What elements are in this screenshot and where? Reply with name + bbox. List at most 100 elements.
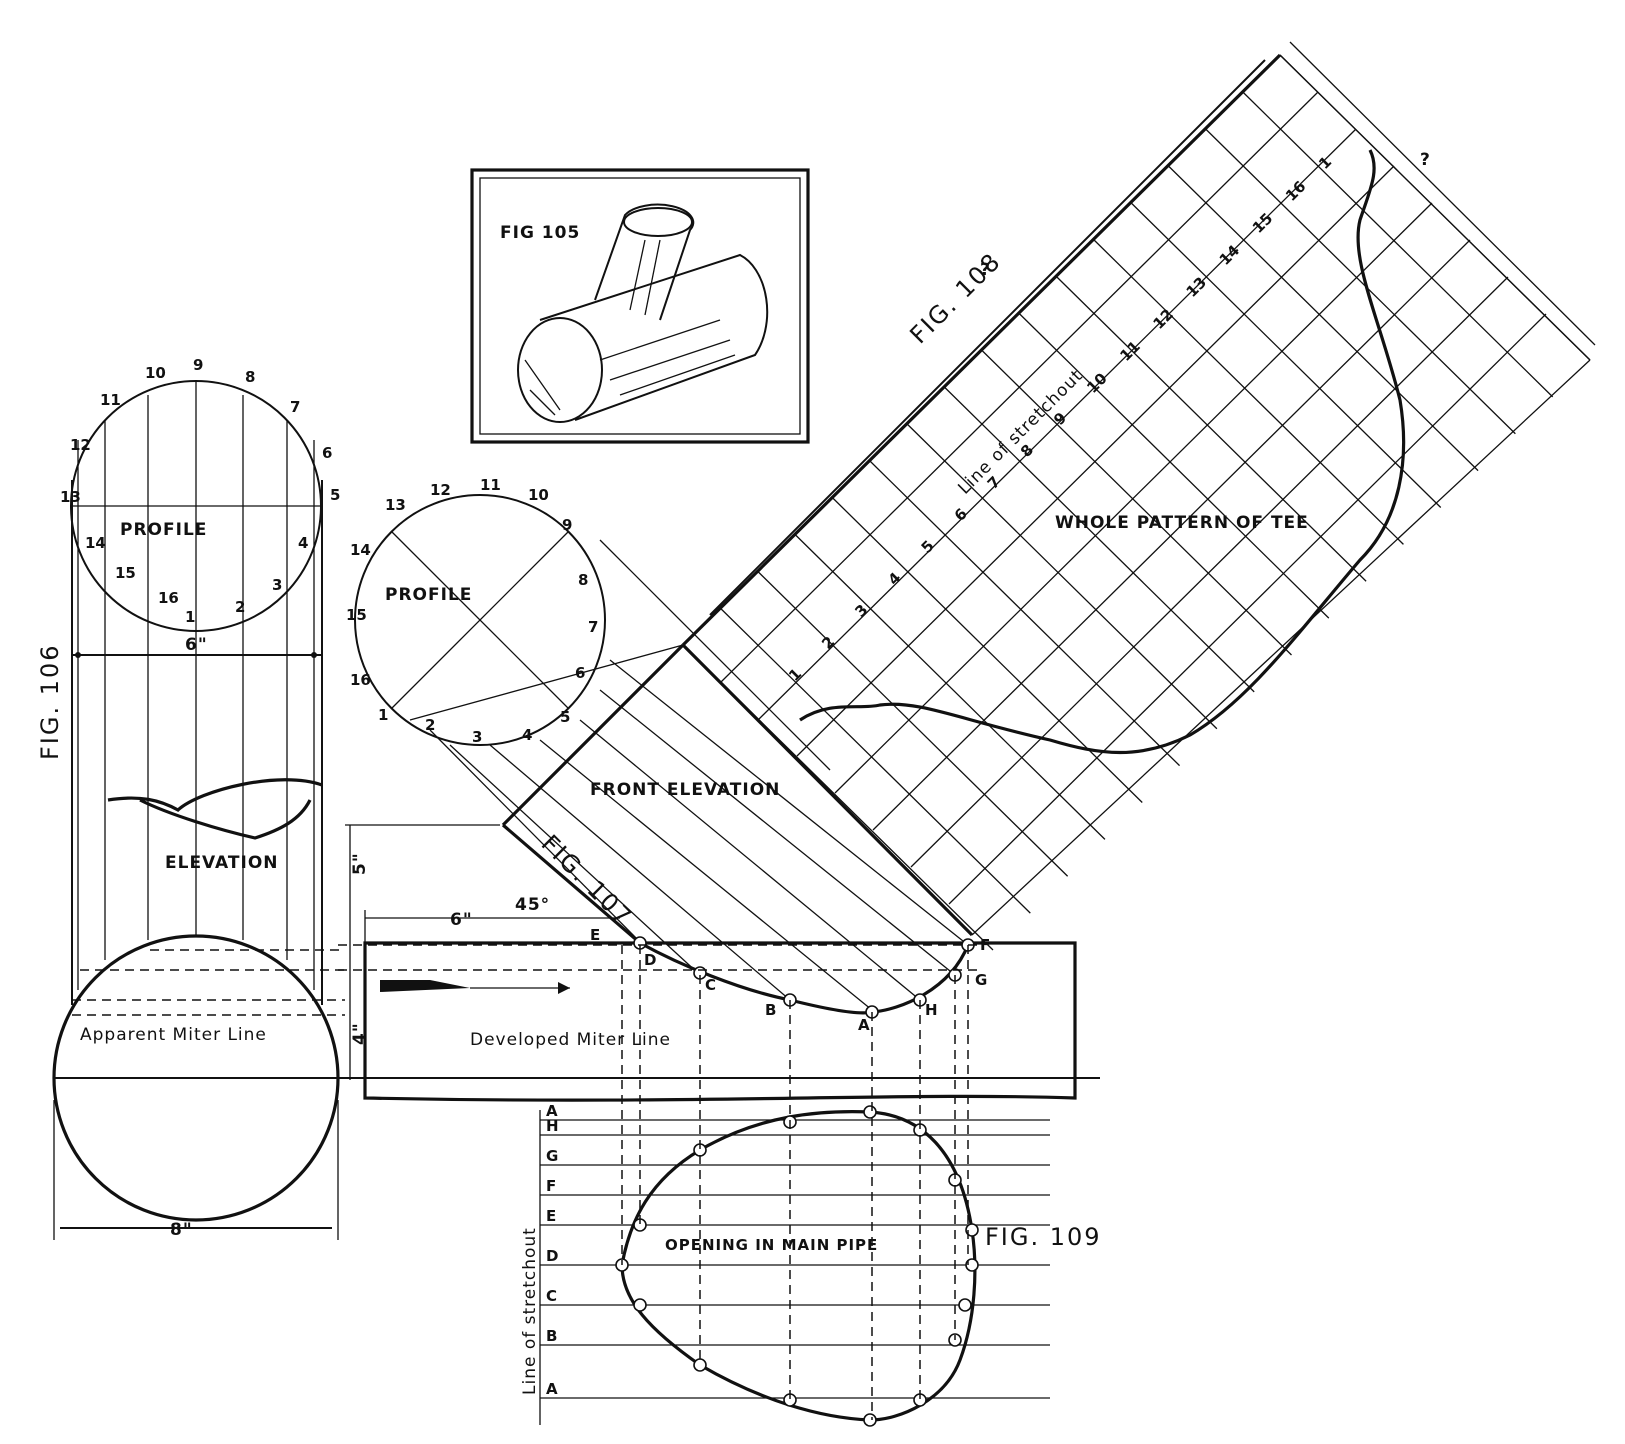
profile-number-left: 4 xyxy=(298,534,308,552)
stretchout-number: 15 xyxy=(1249,209,1276,236)
fig-107-main-pipe xyxy=(338,824,1100,1102)
opening-letter: F xyxy=(546,1177,556,1195)
stretchout-number: 9 xyxy=(1050,409,1070,429)
profile-number-branch: 15 xyxy=(346,606,367,624)
dim-eight: 8" xyxy=(170,1220,193,1240)
dim-question-side: ? xyxy=(1420,150,1431,170)
pattern-element-line xyxy=(1055,275,1367,582)
profile-label-branch: PROFILE xyxy=(385,585,472,605)
pattern-element-line xyxy=(1204,128,1516,435)
stretchout-number: 14 xyxy=(1216,241,1243,268)
miter-letter: B xyxy=(765,1001,776,1019)
profile-number-left: 11 xyxy=(100,391,121,409)
profile-number-left: 7 xyxy=(290,398,300,416)
pattern-element-line xyxy=(906,423,1218,730)
profile-number-branch: 5 xyxy=(560,708,570,726)
opening-point xyxy=(958,1298,972,1312)
profile-number-branch: 7 xyxy=(588,618,598,636)
stretchout-number: 16 xyxy=(1282,177,1309,204)
stretchout-number: 5 xyxy=(918,537,938,557)
profile-number-branch: 16 xyxy=(350,671,371,689)
developed-miter-line-label: Developed Miter Line xyxy=(470,1030,671,1050)
pattern-element-lines xyxy=(682,54,1591,951)
opening-letter: H xyxy=(546,1117,559,1135)
fig-107-label: FIG. 107 xyxy=(536,829,638,931)
profile-number-left: 13 xyxy=(60,488,81,506)
pattern-element-line xyxy=(794,533,1106,840)
pattern-element-line xyxy=(1167,165,1479,472)
dim-four: 4" xyxy=(350,1022,370,1045)
opening-letter: B xyxy=(546,1327,557,1345)
profile-number-left: 12 xyxy=(70,436,91,454)
profile-number-left: 9 xyxy=(193,356,203,374)
profile-number-left: 15 xyxy=(115,564,136,582)
stretchout-number: 6 xyxy=(951,505,971,525)
profile-number-left: 2 xyxy=(235,598,245,616)
pattern-element-line xyxy=(831,497,1143,803)
profile-number-left: 6 xyxy=(322,444,332,462)
pattern-element-line xyxy=(719,607,1031,914)
profile-number-branch: 6 xyxy=(575,664,585,682)
fig-105-label: FIG 105 xyxy=(500,223,580,243)
opening-points xyxy=(615,1105,979,1427)
pattern-cross-line xyxy=(834,202,1433,794)
fig-106: PROFILE xyxy=(52,380,345,1240)
apparent-miter-line-label: Apparent Miter Line xyxy=(80,1025,267,1045)
profile-number-branch: 10 xyxy=(528,486,549,504)
dim-question-top: ? xyxy=(980,260,991,280)
pattern-cross-line xyxy=(872,239,1471,831)
profile-number-left: 5 xyxy=(330,486,340,504)
dim-five: 5" xyxy=(350,852,370,875)
opening-point xyxy=(863,1105,877,1119)
miter-letter: C xyxy=(705,976,716,994)
stretchout-number: 10 xyxy=(1083,369,1110,396)
profile-number-branch: 12 xyxy=(430,481,451,499)
opening-letter: G xyxy=(546,1147,558,1165)
stretchout-number: 2 xyxy=(818,633,838,653)
pattern-element-line xyxy=(869,460,1181,767)
pattern-element-line xyxy=(1092,238,1404,545)
profile-number-branch: 4 xyxy=(522,726,532,744)
fig-105-inset: FIG 105 xyxy=(470,168,810,444)
profile-number-left: 3 xyxy=(272,576,282,594)
profile-label-left: PROFILE xyxy=(120,520,207,540)
elevation-label: ELEVATION xyxy=(165,853,279,873)
profile-number-branch: 9 xyxy=(562,516,572,534)
fig-109-label: FIG. 109 xyxy=(985,1223,1102,1251)
pattern-cross-line xyxy=(758,128,1357,720)
pattern-cross-line xyxy=(720,91,1319,683)
fig-108-pattern xyxy=(681,41,1596,936)
opening-point xyxy=(965,1258,979,1272)
opening-point xyxy=(863,1413,877,1427)
miter-letter: H xyxy=(925,1001,938,1019)
fig-109-opening xyxy=(539,1105,1050,1427)
pattern-element-line xyxy=(682,644,994,951)
pattern-element-line xyxy=(943,386,1255,693)
profile-number-branch: 13 xyxy=(385,496,406,514)
profile-number-branch: 3 xyxy=(472,728,482,746)
branch-pipe xyxy=(354,494,975,1019)
fig-106-label: FIG. 106 xyxy=(36,643,64,760)
dim-six-profile: 6" xyxy=(185,635,208,655)
opening-letter: C xyxy=(546,1287,557,1305)
opening-point xyxy=(965,1223,979,1237)
pattern-element-line xyxy=(1242,91,1554,398)
opening-letter: D xyxy=(546,1247,558,1265)
pattern-element-line xyxy=(981,349,1292,656)
pattern-element-line xyxy=(1279,54,1591,361)
pattern-cross-line xyxy=(948,313,1547,905)
opening-letter: A xyxy=(546,1380,558,1398)
profile-number-branch: 14 xyxy=(350,541,371,559)
stretchout-number: 1 xyxy=(785,665,805,685)
dim-six-main: 6" xyxy=(450,910,473,930)
profile-number-branch: 11 xyxy=(480,476,501,494)
pattern-cross-line xyxy=(910,276,1509,868)
miter-letter: E xyxy=(590,926,600,944)
pattern-element-line xyxy=(1130,202,1442,508)
miter-letter: F xyxy=(980,936,990,954)
profile-number-left: 1 xyxy=(185,608,195,626)
opening-point xyxy=(633,1298,647,1312)
miter-letter: G xyxy=(975,971,987,989)
